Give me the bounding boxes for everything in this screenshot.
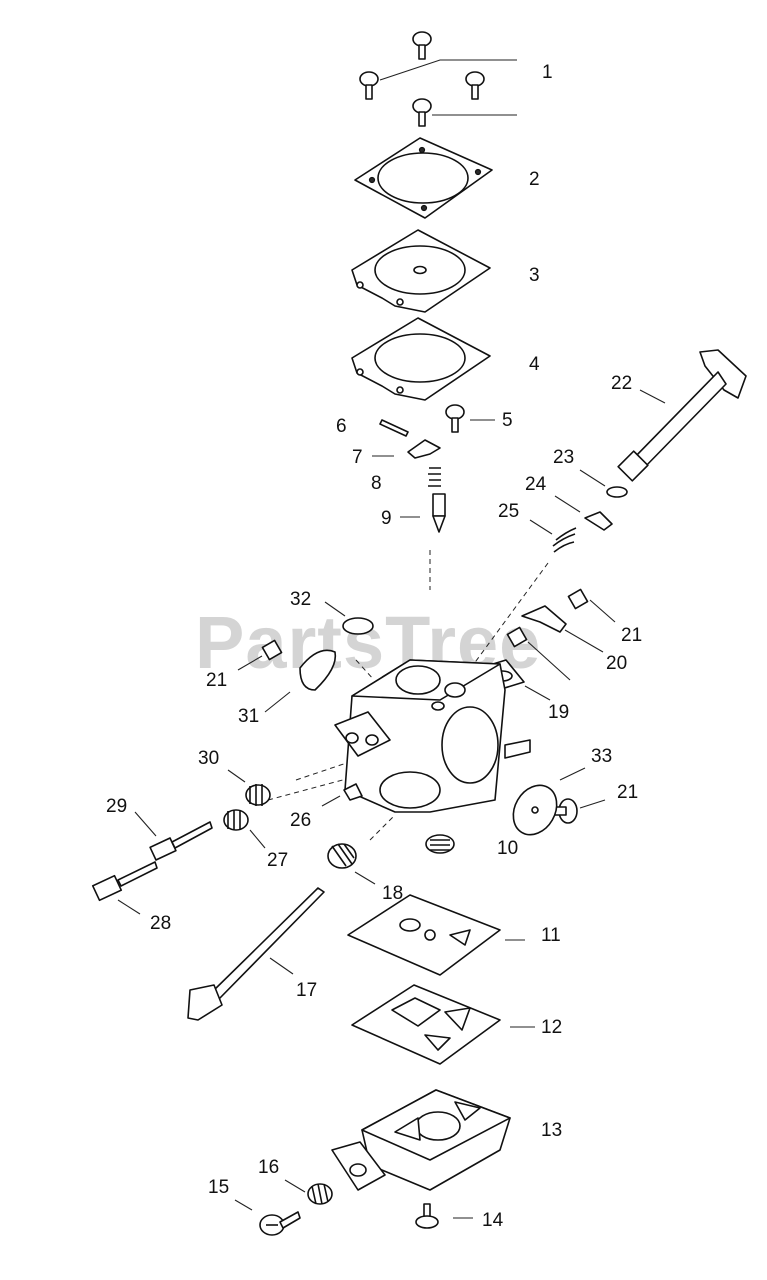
callout-23: 23 <box>553 447 574 468</box>
callout-5: 5 <box>502 410 513 431</box>
part-21-screw-b <box>237 639 283 671</box>
part-22-throttle-shaft <box>617 349 747 482</box>
callout-25: 25 <box>498 501 519 522</box>
callout-32: 32 <box>290 589 311 610</box>
callout-9: 9 <box>381 508 392 529</box>
callout-7: 7 <box>352 447 363 468</box>
part-24-clip <box>554 495 613 531</box>
carburetor-body <box>334 659 531 813</box>
part-21-screw-c <box>553 798 606 824</box>
part-11-gasket <box>347 894 525 976</box>
part-15-screw <box>234 1199 301 1236</box>
callout-20: 20 <box>606 653 627 674</box>
callout-30: 30 <box>198 748 219 769</box>
part-29-needle <box>134 811 213 861</box>
callout-1: 1 <box>542 62 553 83</box>
callout-29: 29 <box>106 796 127 817</box>
callout-10: 10 <box>497 838 518 859</box>
part-14-screw <box>415 1203 473 1229</box>
callouts: 1 2 3 4 5 6 7 8 9 10 11 12 13 14 15 16 1… <box>106 62 642 1231</box>
callout-24: 24 <box>525 474 547 495</box>
callout-18: 18 <box>382 883 403 904</box>
part-6-pin <box>379 419 409 437</box>
part-5-screw <box>445 404 495 433</box>
part-31-plate <box>264 649 337 713</box>
callout-33: 33 <box>591 746 612 767</box>
callout-2: 2 <box>529 169 540 190</box>
callout-16: 16 <box>258 1157 279 1178</box>
callout-13: 13 <box>541 1120 562 1141</box>
callout-8: 8 <box>371 473 382 494</box>
part-30-spring <box>227 769 271 806</box>
part-18-spring <box>327 843 376 885</box>
part-27-spring <box>223 809 266 849</box>
part-10-filter <box>425 834 455 854</box>
callout-28: 28 <box>150 913 171 934</box>
part-33-plate <box>512 767 586 836</box>
part-7-lever <box>372 439 441 459</box>
part-17-choke-shaft <box>187 887 325 1021</box>
callout-21c: 21 <box>617 782 638 803</box>
part-20-bracket <box>521 605 604 653</box>
callout-26: 26 <box>290 810 311 831</box>
part-1-screws <box>359 31 517 127</box>
callout-11: 11 <box>541 925 561 946</box>
callout-15: 15 <box>208 1177 229 1198</box>
part-13-pump-body <box>331 1089 511 1191</box>
part-28-needle <box>91 861 158 915</box>
part-9-needle <box>400 493 446 533</box>
callout-22: 22 <box>611 373 632 394</box>
part-26-clip <box>321 783 363 807</box>
part-25-spring <box>529 519 577 553</box>
part-4-gasket <box>351 317 491 401</box>
part-16-spring <box>284 1179 333 1205</box>
callout-19: 19 <box>548 702 569 723</box>
part-21-screw-a <box>567 588 616 623</box>
callout-4: 4 <box>529 354 540 375</box>
part-1-body-screw <box>506 626 571 681</box>
part-2-cover <box>354 137 493 219</box>
callout-12: 12 <box>541 1017 562 1038</box>
part-32-plug <box>324 601 374 635</box>
callout-31: 31 <box>238 706 259 727</box>
callout-21a: 21 <box>621 625 642 646</box>
callout-3: 3 <box>529 265 540 286</box>
callout-6: 6 <box>336 416 347 437</box>
part-8-spring <box>428 467 441 487</box>
part-3-diaphragm <box>351 229 491 313</box>
part-12-gasket <box>351 984 535 1065</box>
callout-21b: 21 <box>206 670 227 691</box>
callout-14: 14 <box>482 1210 504 1231</box>
callout-17: 17 <box>296 980 317 1001</box>
part-23-washer <box>579 469 628 498</box>
callout-27: 27 <box>267 850 288 871</box>
